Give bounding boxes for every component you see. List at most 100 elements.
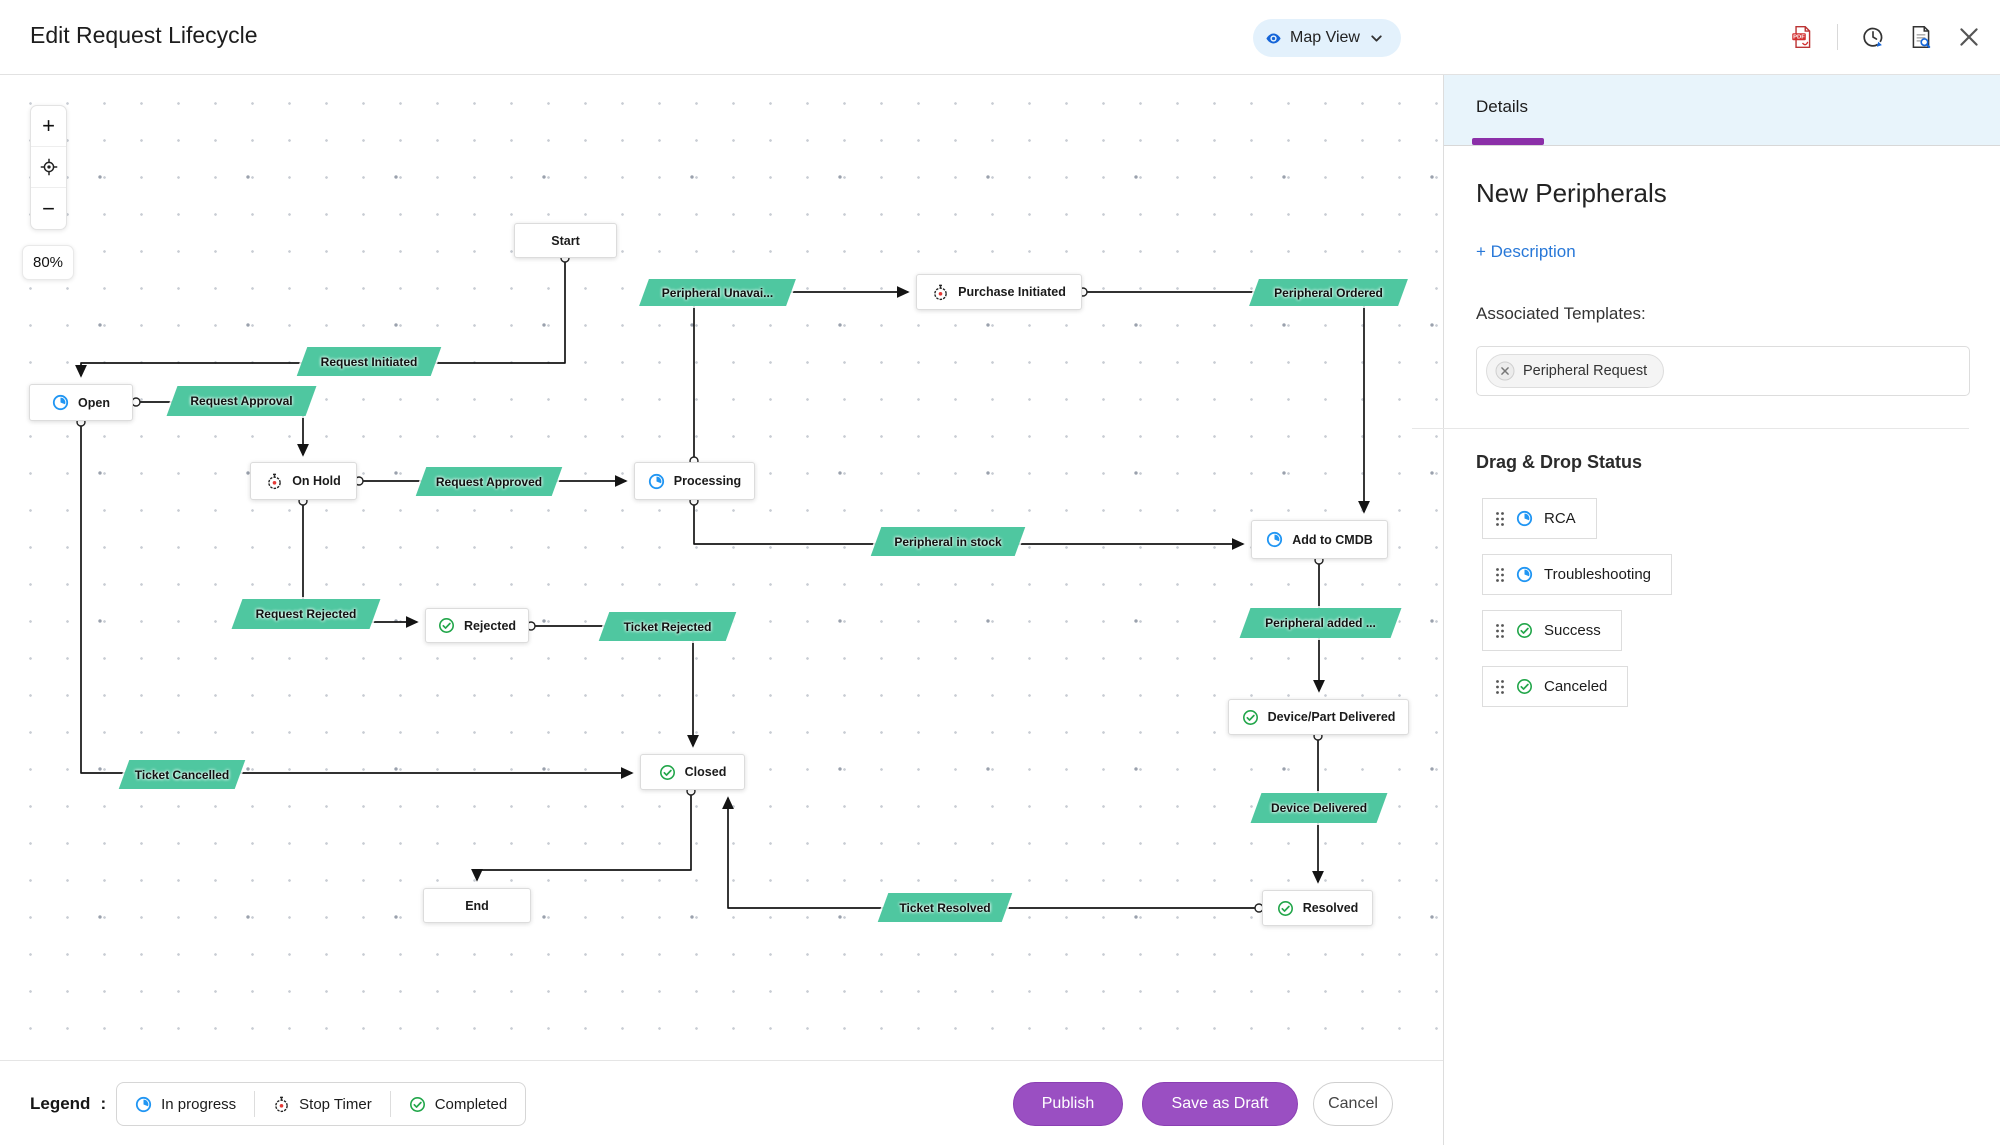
- node-open[interactable]: Open: [29, 384, 133, 421]
- status-item-canceled[interactable]: Canceled: [1482, 666, 1629, 707]
- lifecycle-canvas[interactable]: Start Open On Hold Processing Purchase I…: [0, 75, 1443, 1060]
- legend: Legend : In progress Stop Timer Complete…: [30, 1082, 527, 1126]
- flow-edges: [75, 253, 1370, 913]
- completed-icon: [1516, 678, 1533, 695]
- history-icon[interactable]: [1860, 24, 1886, 50]
- transition-peripheral-in-stock[interactable]: Peripheral in stock: [876, 527, 1020, 556]
- transition-peripheral-added[interactable]: Peripheral added ...: [1245, 608, 1396, 638]
- view-selector[interactable]: Map View: [1253, 19, 1401, 57]
- node-label: Resolved: [1302, 901, 1359, 915]
- legend-divider: [389, 1091, 391, 1117]
- tab-active-underline: [1472, 138, 1544, 145]
- transition-peripheral-unavailable[interactable]: Peripheral Unavai...: [644, 279, 791, 306]
- drag-drop-status-title: Drag & Drop Status: [1476, 452, 1643, 472]
- zoom-out-button[interactable]: −: [42, 195, 55, 221]
- node-label: End: [465, 898, 489, 913]
- transition-request-approved[interactable]: Request Approved: [421, 467, 557, 496]
- node-label: Open: [78, 395, 110, 410]
- zoom-in-button[interactable]: +: [31, 106, 66, 147]
- eye-icon: [1265, 30, 1282, 47]
- zoom-level-indicator: 80%: [22, 245, 75, 280]
- status-item-label: Troubleshooting: [1544, 566, 1652, 583]
- status-item-success[interactable]: Success: [1482, 610, 1622, 651]
- node-label: Processing: [673, 474, 742, 488]
- node-label: Rejected: [463, 618, 517, 633]
- cancel-button[interactable]: Cancel: [1313, 1082, 1393, 1126]
- transition-request-rejected[interactable]: Request Rejected: [237, 599, 375, 629]
- associated-templates-field[interactable]: Peripheral Request: [1476, 346, 1970, 396]
- transition-request-approval[interactable]: Request Approval: [172, 386, 311, 416]
- template-chip-label: Peripheral Request: [1523, 363, 1648, 379]
- details-panel-tabs: Details: [1444, 75, 2000, 146]
- drag-handle-icon[interactable]: [1495, 511, 1505, 527]
- legend-item-completed: Completed: [391, 1096, 526, 1113]
- transition-ticket-cancelled[interactable]: Ticket Cancelled: [124, 760, 240, 789]
- remove-template-icon[interactable]: [1495, 361, 1515, 381]
- status-item-troubleshooting[interactable]: Troubleshooting: [1482, 554, 1673, 595]
- details-panel: Details New Peripherals + Description As…: [1412, 75, 2000, 1145]
- panel-divider: [1412, 428, 1969, 429]
- lifecycle-preview-icon[interactable]: [1908, 24, 1934, 50]
- node-resolved[interactable]: Resolved: [1262, 890, 1373, 926]
- canvas-footer: Legend : In progress Stop Timer Complete…: [0, 1060, 1443, 1145]
- transition-ticket-rejected[interactable]: Ticket Rejected: [604, 612, 731, 641]
- stop-timer-icon: [266, 473, 283, 490]
- in-progress-icon: [648, 473, 665, 490]
- status-item-rca[interactable]: RCA: [1482, 498, 1597, 539]
- crosshair-icon: [38, 156, 60, 178]
- drag-handle-icon[interactable]: [1495, 679, 1505, 695]
- drag-handle-icon[interactable]: [1495, 567, 1505, 583]
- details-panel-body: New Peripherals + Description Associated…: [1412, 146, 2000, 707]
- node-processing[interactable]: Processing: [634, 462, 755, 500]
- transition-request-initiated[interactable]: Request Initiated: [302, 347, 436, 376]
- status-item-label: Success: [1544, 622, 1601, 639]
- node-on-hold[interactable]: On Hold: [250, 462, 357, 500]
- close-icon[interactable]: [1956, 24, 1982, 50]
- publish-button[interactable]: Publish: [1013, 1082, 1123, 1126]
- legend-divider: [254, 1091, 256, 1117]
- transition-device-delivered[interactable]: Device Delivered: [1256, 793, 1382, 823]
- node-purchase-initiated[interactable]: Purchase Initiated: [916, 274, 1082, 310]
- legend-item-label: Stop Timer: [299, 1095, 372, 1113]
- status-item-label: Canceled: [1544, 678, 1608, 695]
- svg-text:PDF: PDF: [1793, 35, 1805, 41]
- node-label: Purchase Initiated: [958, 285, 1066, 299]
- tab-details[interactable]: Details: [1476, 97, 1528, 116]
- completed-icon: [1277, 900, 1294, 917]
- drag-handle-icon[interactable]: [1495, 623, 1505, 639]
- node-rejected[interactable]: Rejected: [425, 608, 529, 643]
- associated-templates-label: Associated Templates:: [1476, 304, 1646, 323]
- node-start[interactable]: Start: [514, 223, 617, 258]
- lifecycle-name: New Peripherals: [1476, 178, 1667, 208]
- in-progress-icon: [1516, 566, 1533, 583]
- pdf-export-icon[interactable]: PDF: [1789, 24, 1815, 50]
- node-label: Closed: [684, 765, 727, 779]
- legend-item-label: Completed: [434, 1095, 508, 1113]
- fit-view-button[interactable]: [31, 147, 66, 188]
- transition-ticket-resolved[interactable]: Ticket Resolved: [883, 893, 1007, 922]
- template-chip[interactable]: Peripheral Request: [1486, 354, 1665, 388]
- in-progress-icon: [52, 394, 69, 411]
- transition-peripheral-ordered[interactable]: Peripheral Ordered: [1254, 279, 1403, 306]
- stop-timer-icon: [273, 1096, 290, 1113]
- save-as-draft-button[interactable]: Save as Draft: [1142, 1082, 1298, 1126]
- node-label: Device/Part Delivered: [1267, 710, 1396, 724]
- chevron-down-icon: [1368, 30, 1385, 47]
- node-closed[interactable]: Closed: [640, 754, 745, 790]
- view-selector-label: Map View: [1290, 29, 1360, 46]
- node-label: Start: [551, 233, 580, 248]
- zoom-controls: + −: [30, 105, 67, 230]
- node-add-to-cmdb[interactable]: Add to CMDB: [1251, 520, 1388, 559]
- stop-timer-icon: [932, 284, 949, 301]
- node-device-part-delivered[interactable]: Device/Part Delivered: [1228, 699, 1409, 735]
- legend-box: In progress Stop Timer Completed: [116, 1082, 527, 1126]
- node-label: On Hold: [292, 474, 341, 488]
- toolbar-divider: [1837, 24, 1838, 50]
- completed-icon: [438, 617, 455, 634]
- in-progress-icon: [1516, 510, 1533, 527]
- legend-colon: :: [100, 1094, 107, 1113]
- legend-item-in-progress: In progress: [117, 1096, 254, 1113]
- add-description-link[interactable]: + Description: [1476, 242, 1576, 261]
- node-end[interactable]: End: [423, 888, 531, 923]
- status-item-label: RCA: [1544, 510, 1576, 527]
